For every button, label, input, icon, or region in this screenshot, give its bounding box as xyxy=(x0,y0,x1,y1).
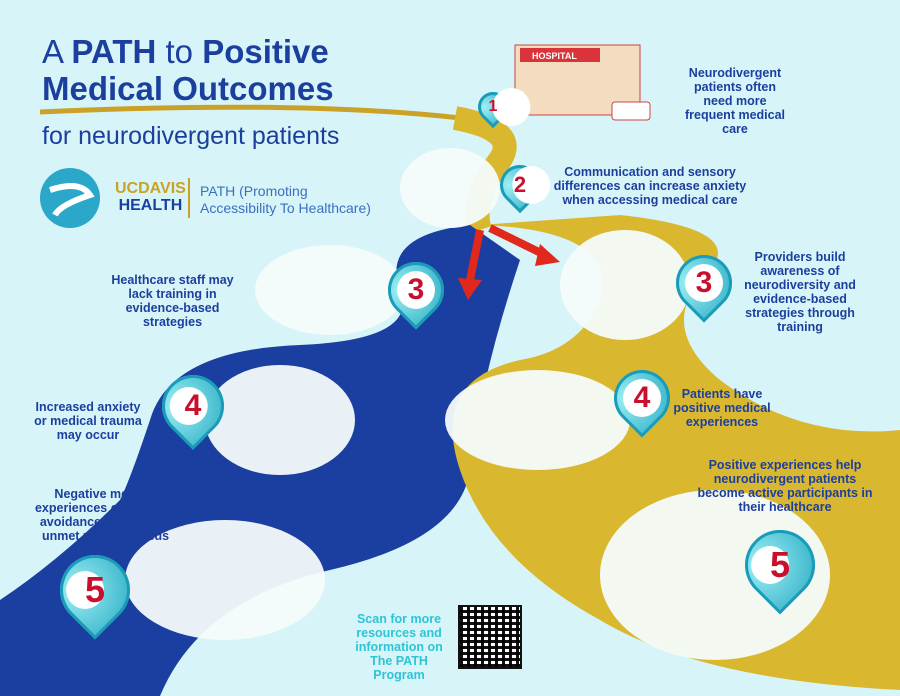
step-2-caption: Communication and sensory differences ca… xyxy=(553,165,747,207)
gold-brush-stroke xyxy=(39,104,461,121)
hospital-sign: HOSPITAL xyxy=(532,51,577,61)
pin-4-positive: 4 xyxy=(602,358,682,438)
red-arrow-positive xyxy=(488,224,547,259)
red-arrow-positive-head xyxy=(535,244,560,266)
pin-5-positive: 5 xyxy=(730,515,830,615)
scene-staff-computer xyxy=(255,245,405,335)
pin-2: 2 xyxy=(491,156,549,214)
scene-reading-patient xyxy=(445,370,630,470)
step-4-negative-caption: Increased anxiety or medical trauma may … xyxy=(34,400,142,442)
page-title: A PATH to Positive Medical Outcomes xyxy=(42,33,334,107)
qr-code[interactable] xyxy=(458,605,522,669)
pin-4-negative: 4 xyxy=(149,362,237,450)
scene-avoidance xyxy=(125,520,325,640)
step-3-negative-caption: Healthcare staff may lack training in ev… xyxy=(111,273,234,329)
pin-3-negative: 3 xyxy=(376,250,456,330)
step-5-negative-caption: Negative medical experiences can lead to… xyxy=(34,487,177,543)
step-5-positive-caption: Positive experiences help neurodivergent… xyxy=(697,458,873,514)
scene-family xyxy=(400,148,500,228)
pin-1: 1 xyxy=(471,85,515,129)
step-4-positive-caption: Patients have positive medical experienc… xyxy=(673,387,771,429)
pin-5-negative: 5 xyxy=(45,540,145,640)
scan-caption: Scan for more resources and information … xyxy=(355,612,443,682)
scene-anxious-child xyxy=(205,365,355,475)
pin-3-positive: 3 xyxy=(664,243,744,323)
red-arrow-negative xyxy=(466,229,484,281)
ambulance xyxy=(611,101,651,121)
path-logo xyxy=(40,168,100,228)
red-arrow-negative-head xyxy=(458,278,482,300)
step-1-caption: Neurodivergent patients often need more … xyxy=(684,66,786,136)
scene-providers xyxy=(560,230,690,340)
logo-divider xyxy=(188,178,190,218)
step-3-positive-caption: Providers build awareness of neurodivers… xyxy=(744,250,856,334)
page-subtitle: for neurodivergent patients xyxy=(42,122,340,150)
